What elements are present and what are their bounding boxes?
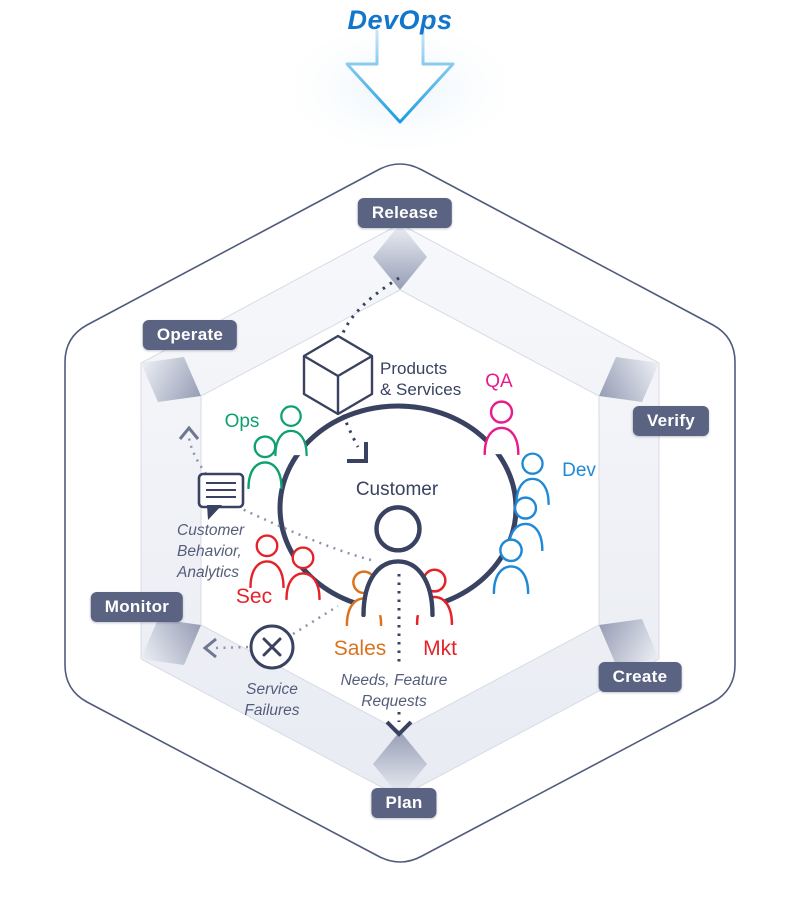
role-label-qa: QA: [485, 371, 513, 392]
stage-badge-release: Release: [357, 198, 453, 228]
needs-line1: Needs, Feature: [340, 672, 448, 689]
behavior-line2: Behavior,: [177, 543, 242, 560]
up-arrowhead-icon: [178, 425, 200, 440]
feedback-up-flow: [187, 436, 208, 475]
failures-line1: Service: [246, 681, 298, 698]
down-arrowhead-icon: [385, 720, 413, 737]
products-services-label: Products & Services: [380, 358, 461, 400]
customer-label: Customer: [355, 479, 439, 500]
needs-line2: Requests: [361, 693, 427, 710]
role-label-ops: Ops: [224, 411, 260, 432]
stage-badge-create: Create: [598, 662, 682, 692]
hexagon-outline: [64, 163, 736, 863]
down-arrow-icon: [345, 30, 455, 124]
failures-line2: Failures: [244, 702, 300, 719]
into-circle-arrowhead-icon: [347, 442, 368, 463]
role-label-sec: Sec: [235, 585, 273, 608]
behavior-line3: Analytics: [177, 564, 240, 581]
failures-annotation: Service Failures: [244, 679, 299, 721]
stage-badge-plan: Plan: [371, 788, 437, 818]
ops-person-icon: [274, 405, 308, 456]
cube-icon: [302, 334, 374, 416]
behavior-flow: [241, 507, 372, 562]
role-label-dev: Dev: [562, 460, 596, 481]
devops-title: DevOps: [347, 5, 453, 35]
needs-flow: [385, 574, 413, 737]
role-label-mkt: Mkt: [423, 637, 457, 660]
failures-source-flow: [292, 604, 339, 636]
stage-badge-verify: Verify: [632, 406, 710, 436]
products-line2: & Services: [380, 380, 462, 399]
ribbon-corner-folds: [141, 224, 659, 797]
flow-lines: [178, 276, 400, 659]
behavior-annotation: Customer Behavior, Analytics: [177, 520, 244, 583]
failures-left-flow: [215, 645, 249, 650]
customer-person-icon: [364, 507, 433, 615]
role-label-sales: Sales: [333, 637, 387, 660]
products-line1: Products: [380, 359, 448, 378]
speech-bubble-icon: [197, 472, 245, 520]
needs-annotation: Needs, Feature Requests: [341, 670, 448, 712]
error-x-icon: [249, 624, 295, 670]
qa-person-icon: [483, 400, 520, 455]
sec-person-icon: [249, 534, 285, 588]
dev-person-icon: [515, 452, 550, 505]
stage-badge-monitor: Monitor: [90, 592, 184, 622]
stage-badge-operate: Operate: [142, 320, 238, 350]
behavior-line1: Customer: [177, 522, 245, 539]
left-arrowhead-icon: [202, 637, 217, 659]
